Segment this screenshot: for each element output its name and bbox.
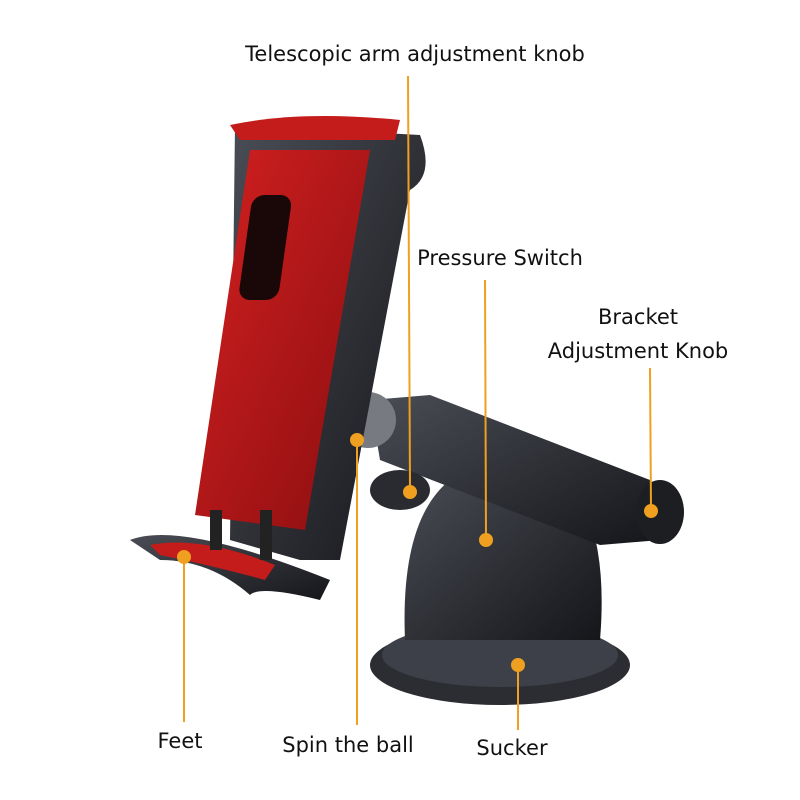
callout-line-telescopic	[407, 75, 411, 493]
callout-line-pressure	[484, 279, 487, 541]
label-bracket-line1: Bracket	[597, 305, 679, 329]
phone-cradle	[130, 116, 426, 600]
callout-line-bracket	[649, 367, 652, 512]
label-bracket-line2: Adjustment Knob	[547, 339, 729, 363]
callout-dot-pressure	[479, 533, 493, 547]
callout-dot-feet	[177, 550, 191, 564]
label-sucker: Sucker	[476, 736, 548, 760]
label-telescopic-arm-knob: Telescopic arm adjustment knob	[245, 42, 585, 66]
callout-dot-bracket	[644, 504, 658, 518]
label-feet: Feet	[157, 729, 203, 753]
label-pressure-switch: Pressure Switch	[417, 246, 583, 270]
callout-dot-spin	[350, 433, 364, 447]
callout-dot-telescopic	[403, 485, 417, 499]
label-spin-the-ball: Spin the ball	[282, 733, 414, 757]
callout-dot-sucker	[511, 658, 525, 672]
label-bracket: Bracket Adjustment Knob	[548, 300, 729, 368]
